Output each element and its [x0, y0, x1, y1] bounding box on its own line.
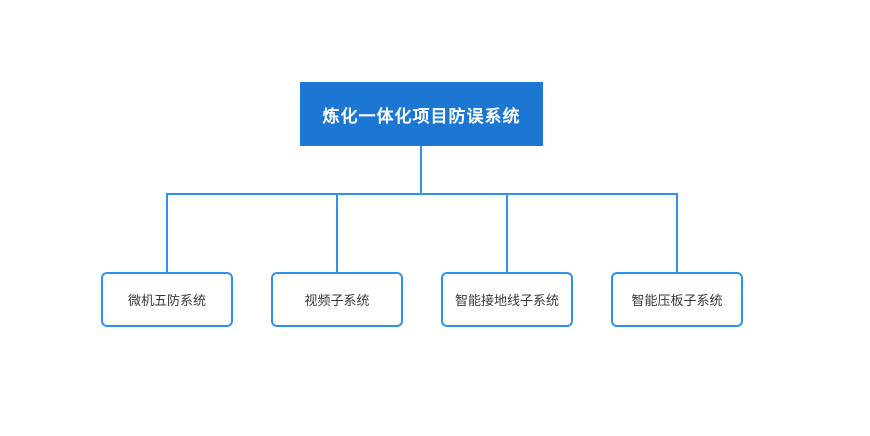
connector-horizontal-bus — [166, 193, 678, 195]
child-node-grounding[interactable]: 智能接地线子系统 — [441, 272, 573, 327]
child-node-pressplate[interactable]: 智能压板子系统 — [611, 272, 743, 327]
connector-drop-3 — [506, 193, 508, 272]
root-node-label: 炼化一体化项目防误系统 — [322, 106, 521, 126]
child-node-video[interactable]: 视频子系统 — [271, 272, 403, 327]
child-node-label: 视频子系统 — [304, 293, 370, 308]
child-node-label: 微机五防系统 — [127, 293, 206, 308]
connector-drop-1 — [166, 193, 168, 272]
child-node-wujifang[interactable]: 微机五防系统 — [101, 272, 233, 327]
connector-root-stem — [420, 146, 422, 193]
child-node-label: 智能压板子系统 — [631, 293, 723, 308]
connector-drop-2 — [336, 193, 338, 272]
root-node[interactable]: 炼化一体化项目防误系统 — [300, 82, 543, 146]
child-node-label: 智能接地线子系统 — [454, 293, 559, 308]
connector-drop-4 — [676, 193, 678, 272]
